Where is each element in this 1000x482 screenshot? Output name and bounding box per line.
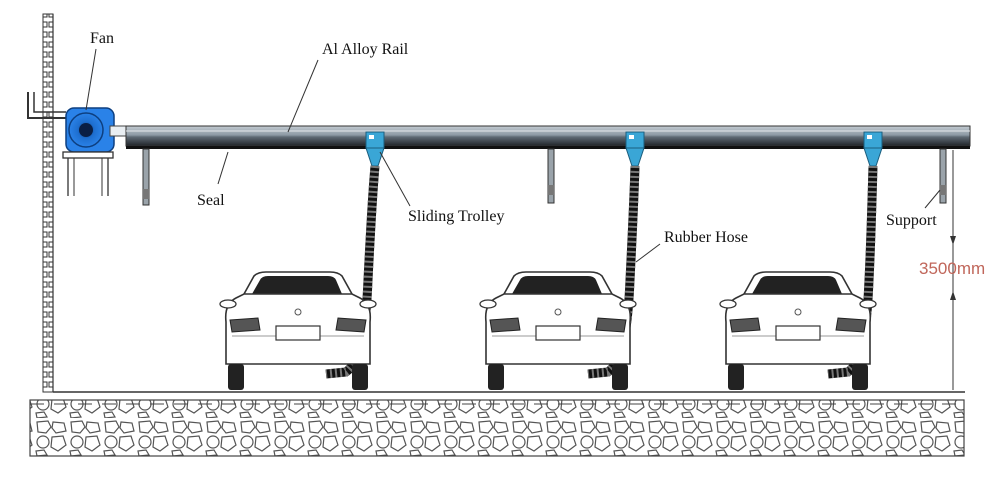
rail-support	[939, 148, 947, 204]
sliding-trolley	[625, 131, 645, 167]
support-label: Support	[886, 212, 937, 229]
fan-stand	[62, 151, 114, 196]
height-label: 3500mm	[919, 259, 986, 278]
hose-label: Rubber Hose	[664, 229, 748, 246]
alloy-rail	[125, 125, 971, 149]
rail-support	[547, 148, 555, 204]
rail-label: Al Alloy Rail	[322, 41, 409, 58]
sliding-trolley	[863, 131, 883, 167]
leader-lines	[85, 48, 941, 263]
wall-ladder	[42, 13, 54, 393]
seal-label: Seal	[197, 192, 225, 209]
car	[219, 271, 377, 390]
trolley-label: Sliding Trolley	[408, 208, 505, 225]
cobblestone-ground	[29, 399, 965, 457]
height-dimension	[950, 150, 956, 390]
car	[719, 271, 877, 391]
sliding-trolley	[365, 131, 385, 167]
rail-support	[142, 148, 150, 206]
car	[479, 271, 637, 391]
fan-icon	[65, 107, 129, 153]
fan-label: Fan	[90, 30, 114, 47]
